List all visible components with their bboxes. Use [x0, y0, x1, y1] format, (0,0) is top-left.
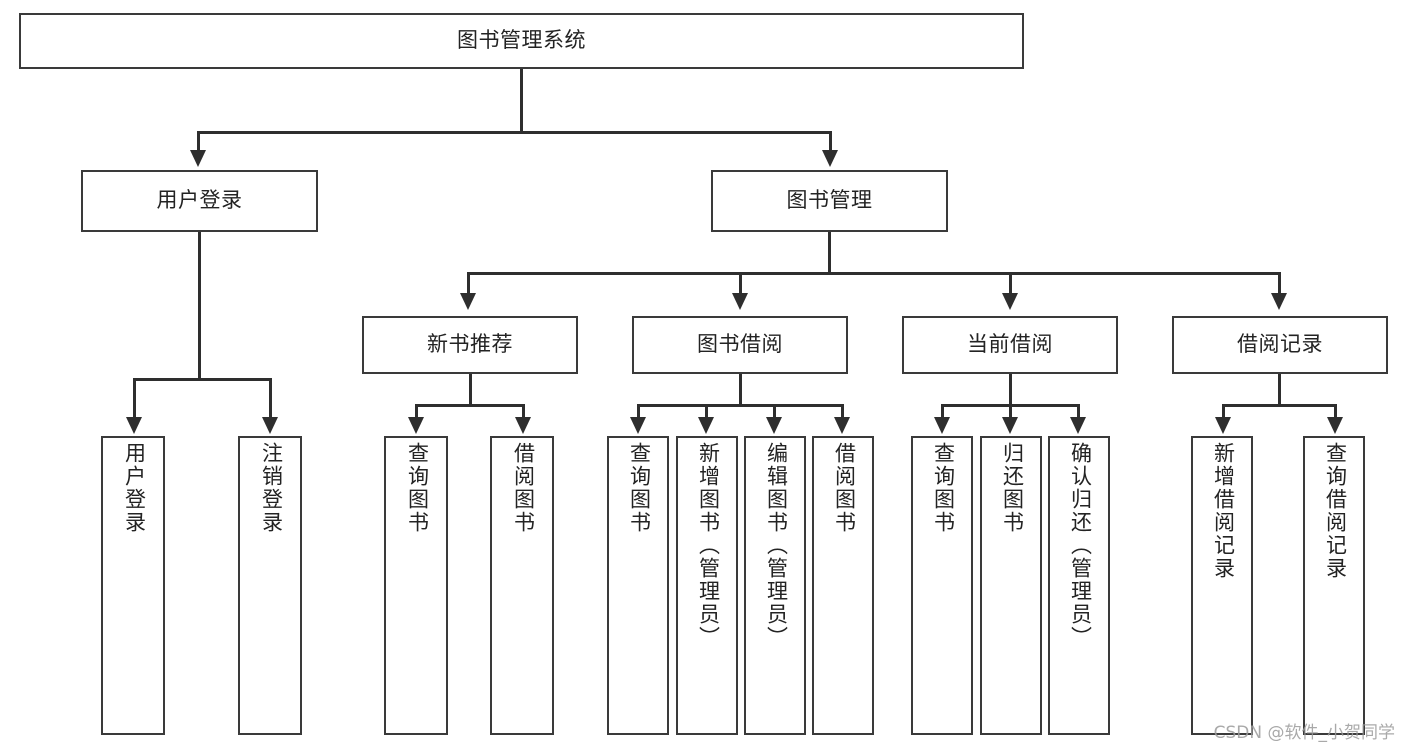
- connector-root-stem: [520, 69, 523, 133]
- node-book-management[interactable]: 图书管理: [711, 170, 948, 232]
- node-label: 新书推荐: [427, 332, 513, 356]
- connector-borrow-bus: [637, 404, 841, 407]
- connector-records-to-leaf-2: [1334, 404, 1337, 418]
- connector-borrow-to-leaf-3: [773, 404, 776, 418]
- arrow-records-to-leaf-2: [1327, 417, 1343, 434]
- node-label: 查询图书: [405, 442, 429, 534]
- node-user-login[interactable]: 用户登录: [81, 170, 318, 232]
- connector-borrow-to-leaf-2: [705, 404, 708, 418]
- node-label: 当前借阅: [967, 332, 1053, 356]
- node-label: 确认归还（管理员）: [1068, 442, 1092, 649]
- connector-login-to-leaf-2: [269, 378, 272, 418]
- node-label: 图书管理: [786, 188, 873, 212]
- node-label: 用户登录: [156, 188, 243, 212]
- connector-borrow-stem: [739, 374, 742, 406]
- node-label: 借阅记录: [1237, 332, 1323, 356]
- leaf-logout[interactable]: 注销登录: [238, 436, 302, 735]
- node-label: 新增借阅记录: [1211, 442, 1235, 580]
- node-label: 借阅图书: [832, 442, 856, 534]
- leaf-borrow-books-newbooks[interactable]: 借阅图书: [490, 436, 554, 735]
- connector-bookmgmt-bus: [467, 272, 1279, 275]
- node-label: 用户登录: [122, 442, 146, 534]
- leaf-edit-book-admin[interactable]: 编辑图书（管理员）: [744, 436, 806, 735]
- csdn-watermark: CSDN @软件_小贺同学: [1213, 723, 1395, 743]
- connector-root-to-login: [197, 131, 200, 151]
- node-label: 查询图书: [627, 442, 651, 534]
- connector-bookmgmt-to-records: [1278, 272, 1281, 294]
- connector-bookmgmt-to-newbooks: [467, 272, 470, 294]
- leaf-add-book-admin[interactable]: 新增图书（管理员）: [676, 436, 738, 735]
- connector-borrow-to-leaf-4: [841, 404, 844, 418]
- arrow-current-to-leaf-2: [1002, 417, 1018, 434]
- connector-records-to-leaf-1: [1222, 404, 1225, 418]
- leaf-add-borrow-record[interactable]: 新增借阅记录: [1191, 436, 1253, 735]
- connector-login-to-leaf-1: [133, 378, 136, 418]
- arrow-current-to-leaf-3: [1070, 417, 1086, 434]
- connector-current-to-leaf-3: [1077, 404, 1080, 418]
- arrow-current-to-leaf-1: [934, 417, 950, 434]
- leaf-query-books-newbooks[interactable]: 查询图书: [384, 436, 448, 735]
- node-label: 新增图书（管理员）: [696, 442, 720, 649]
- leaf-borrow-books[interactable]: 借阅图书: [812, 436, 874, 735]
- connector-root-to-bookmgmt: [829, 131, 832, 151]
- node-label: 查询图书: [931, 442, 955, 534]
- node-current-borrow[interactable]: 当前借阅: [902, 316, 1118, 374]
- arrow-login-to-leaf-1: [126, 417, 142, 434]
- connector-newbooks-to-leaf-2: [522, 404, 525, 418]
- arrow-records-to-leaf-1: [1215, 417, 1231, 434]
- node-label: 查询借阅记录: [1323, 442, 1347, 580]
- connector-newbooks-bus: [415, 404, 525, 407]
- leaf-confirm-return-admin[interactable]: 确认归还（管理员）: [1048, 436, 1110, 735]
- connector-borrow-to-leaf-1: [637, 404, 640, 418]
- connector-records-bus: [1222, 404, 1337, 407]
- node-new-book-recommend[interactable]: 新书推荐: [362, 316, 578, 374]
- leaf-query-books-borrow[interactable]: 查询图书: [607, 436, 669, 735]
- leaf-return-books[interactable]: 归还图书: [980, 436, 1042, 735]
- node-label: 编辑图书（管理员）: [764, 442, 788, 649]
- arrow-borrow-to-leaf-1: [630, 417, 646, 434]
- arrow-bookmgmt-to-newbooks: [460, 293, 476, 310]
- connector-current-to-leaf-2: [1009, 404, 1012, 418]
- connector-newbooks-stem: [469, 374, 472, 406]
- node-label: 图书借阅: [697, 332, 783, 356]
- arrow-newbooks-to-leaf-1: [408, 417, 424, 434]
- connector-bookmgmt-to-current: [1009, 272, 1012, 294]
- leaf-query-borrow-record[interactable]: 查询借阅记录: [1303, 436, 1365, 735]
- arrow-login-to-leaf-2: [262, 417, 278, 434]
- arrow-borrow-to-leaf-2: [698, 417, 714, 434]
- node-root-system[interactable]: 图书管理系统: [19, 13, 1024, 69]
- node-borrow-records[interactable]: 借阅记录: [1172, 316, 1388, 374]
- arrow-bookmgmt-to-records: [1271, 293, 1287, 310]
- node-label: 归还图书: [1000, 442, 1024, 534]
- connector-bookmgmt-stem: [828, 232, 831, 274]
- node-book-borrow[interactable]: 图书借阅: [632, 316, 848, 374]
- connector-root-bus: [197, 131, 831, 134]
- arrow-root-to-login: [190, 150, 206, 167]
- connector-login-stem: [198, 232, 201, 380]
- arrow-borrow-to-leaf-3: [766, 417, 782, 434]
- arrow-bookmgmt-to-borrow: [732, 293, 748, 310]
- node-label: 图书管理系统: [457, 28, 586, 52]
- arrow-root-to-bookmgmt: [822, 150, 838, 167]
- node-label: 注销登录: [259, 442, 283, 534]
- connector-current-to-leaf-1: [941, 404, 944, 418]
- connector-current-stem: [1009, 374, 1012, 406]
- node-label: 借阅图书: [511, 442, 535, 534]
- leaf-query-books-current[interactable]: 查询图书: [911, 436, 973, 735]
- connector-bookmgmt-to-borrow: [739, 272, 742, 294]
- arrow-bookmgmt-to-current: [1002, 293, 1018, 310]
- connector-login-bus: [133, 378, 270, 381]
- arrow-borrow-to-leaf-4: [834, 417, 850, 434]
- connector-records-stem: [1278, 374, 1281, 406]
- connector-newbooks-to-leaf-1: [415, 404, 418, 418]
- leaf-user-login[interactable]: 用户登录: [101, 436, 165, 735]
- arrow-newbooks-to-leaf-2: [515, 417, 531, 434]
